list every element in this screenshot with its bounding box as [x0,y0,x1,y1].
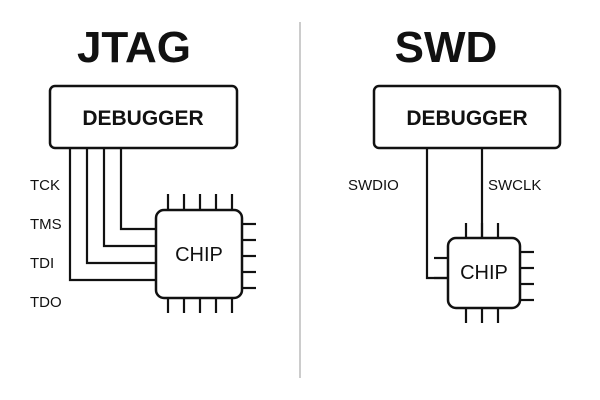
swd-chip-label: CHIP [460,262,508,284]
swd-debugger-rect [372,84,562,150]
jtag-signal-label: TMS [30,216,62,233]
jtag-wire-tck [119,148,156,231]
jtag-debugger-label: DEBUGGER [82,107,203,130]
jtag-signal-label: TCK [30,177,60,194]
jtag-chip: CHIP [154,194,256,313]
jtag-chip-pins [166,194,256,313]
jtag-signal-label: TDI [30,255,54,272]
swd-chip-body [446,236,522,310]
swd-signal-label: SWCLK [488,177,541,194]
swd-debugger-label: DEBUGGER [406,107,527,130]
jtag-wire-tdi [85,148,156,265]
jtag-panel: JTAG DEBUGGER TCK TMS TDI TDO [30,23,256,313]
jtag-wire-tms [102,148,156,248]
swd-panel: SWD DEBUGGER SWDIO SWCLK [348,23,562,323]
swd-chip: CHIP [434,223,534,323]
jtag-chip-label: CHIP [175,244,223,266]
jtag-debugger-rect [48,84,239,150]
swd-debugger-box: DEBUGGER [372,84,562,150]
swd-chip-pins [434,223,534,323]
swd-signal-label: SWDIO [348,177,399,194]
jtag-debugger-box: DEBUGGER [48,84,239,150]
jtag-signal-label: TDO [30,294,62,311]
jtag-chip-body [154,208,244,300]
jtag-title: JTAG [77,23,191,72]
jtag-wire-tdo [68,148,156,282]
swd-title: SWD [395,23,498,72]
